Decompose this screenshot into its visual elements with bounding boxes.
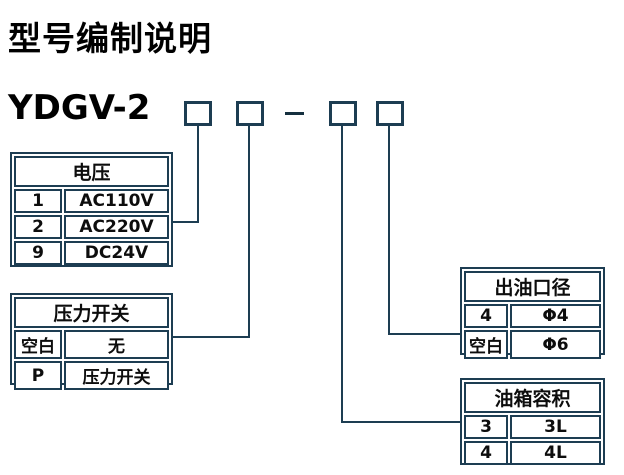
table-row: 2 AC220V [14,215,169,239]
connector-outlet-vertical [388,124,390,335]
voltage-table: 电压 1 AC110V 2 AC220V 9 DC24V [10,152,173,267]
pressure-switch-table-title: 压力开关 [14,297,169,328]
table-row: P 压力开关 [14,361,169,390]
voltage-code: 2 [14,215,62,239]
tank-value: 4L [510,441,601,465]
outlet-diameter-table-title: 出油口径 [464,271,601,302]
connector-tank-horizontal [341,421,460,423]
connector-outlet-horizontal [388,333,460,335]
outlet-code: 4 [464,304,508,328]
table-row: 1 AC110V [14,189,169,213]
pressure-value: 压力开关 [64,361,169,390]
pressure-value: 无 [64,330,169,359]
code-box-voltage [184,101,212,126]
tank-capacity-table-title: 油箱容积 [464,382,601,413]
code-box-tank-capacity [329,101,357,126]
separator-dash [285,112,304,115]
tank-value: 3L [510,415,601,439]
tank-code: 4 [464,441,508,465]
pressure-code: P [14,361,62,390]
outlet-diameter-table: 出油口径 4 Φ4 空白 Φ6 [460,267,605,359]
table-row: 9 DC24V [14,241,169,265]
voltage-value: DC24V [64,241,169,265]
connector-pressure-vertical [248,124,250,338]
table-row: 4 4L [464,441,601,465]
voltage-value: AC220V [64,215,169,239]
connector-voltage-horizontal [173,221,199,223]
page-title: 型号编制说明 [8,19,212,58]
outlet-value: Φ6 [510,330,601,359]
outlet-code: 空白 [464,330,508,359]
tank-code: 3 [464,415,508,439]
model-code: YDGV-2 [8,88,151,128]
pressure-switch-table: 压力开关 空白 无 P 压力开关 [10,293,173,390]
pressure-code: 空白 [14,330,62,359]
table-row: 空白 无 [14,330,169,359]
voltage-value: AC110V [64,189,169,213]
outlet-value: Φ4 [510,304,601,328]
table-row: 4 Φ4 [464,304,601,328]
connector-voltage-vertical [197,124,199,223]
tank-capacity-table: 油箱容积 3 3L 4 4L [460,378,605,465]
table-row: 3 3L [464,415,601,439]
connector-tank-vertical [341,124,343,423]
table-row: 空白 Φ6 [464,330,601,359]
voltage-code: 9 [14,241,62,265]
connector-pressure-horizontal [173,336,250,338]
voltage-code: 1 [14,189,62,213]
code-box-outlet-diameter [376,101,404,126]
voltage-table-title: 电压 [14,156,169,187]
code-box-pressure-switch [236,101,264,126]
